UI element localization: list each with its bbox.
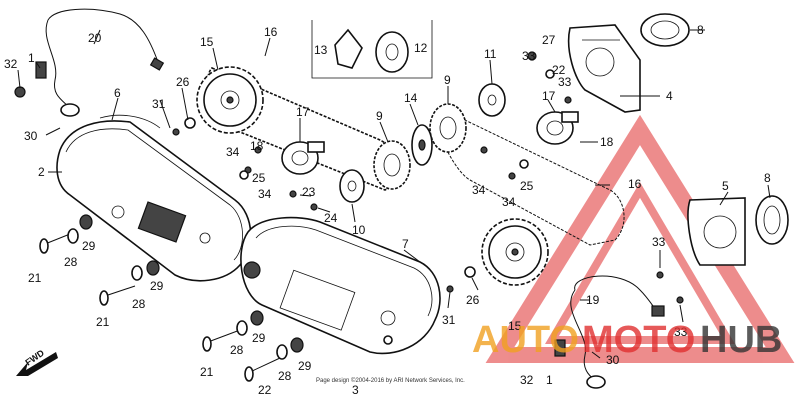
label-15-top: 15: [200, 35, 214, 49]
timing-belt-cover-front: [240, 216, 441, 355]
tensioner-right: [536, 111, 579, 145]
inset-box-13-12: [311, 20, 433, 79]
label-32-top: 32: [4, 57, 18, 71]
label-34-a: 34: [226, 145, 240, 159]
label-21-a: 21: [28, 271, 42, 285]
washer-11: [478, 83, 506, 117]
label-20: 20: [88, 31, 102, 45]
cam-pulley-right: [481, 218, 549, 286]
label-29-a: 29: [82, 239, 96, 253]
label-1-bottom: 1: [546, 373, 553, 387]
bolt-22: [244, 357, 281, 382]
label-22-top: 22: [552, 63, 566, 77]
label-31-bottom: 31: [442, 313, 456, 327]
label-9-left: 9: [376, 109, 383, 123]
watermark-auto: AUTO: [472, 319, 579, 361]
label-21-b: 21: [96, 315, 110, 329]
fwd-arrow-icon: [16, 352, 58, 376]
label-33-mid: 33: [558, 75, 572, 89]
label-32-bottom: 32: [520, 373, 534, 387]
label-33-right: 33: [652, 235, 666, 249]
copyright-credit: Page design ©2004-2016 by ARI Network Se…: [316, 377, 465, 384]
label-25-right: 25: [520, 179, 534, 193]
label-9-right: 9: [444, 73, 451, 87]
back-plate-5: [687, 197, 746, 266]
label-27: 27: [542, 33, 556, 47]
label-7: 7: [402, 237, 409, 251]
label-13: 13: [314, 43, 328, 57]
label-29-b: 29: [150, 279, 164, 293]
small-fasteners: [172, 51, 684, 345]
label-14: 14: [404, 91, 418, 105]
label-25-left: 25: [252, 171, 266, 185]
label-31-top: 31: [152, 97, 166, 111]
label-2: 2: [38, 165, 45, 179]
label-19: 19: [586, 293, 600, 307]
watermark-inner-triangle-icon: [545, 182, 735, 344]
label-5: 5: [722, 179, 729, 193]
label-26-top: 26: [176, 75, 190, 89]
bolt-21-mid: [99, 285, 136, 306]
label-34-d: 34: [502, 195, 516, 209]
leader-lines: [17, 29, 771, 359]
label-22-bottom: 22: [258, 383, 272, 397]
back-plate-4: [567, 24, 641, 113]
bolt-21-bottom: [202, 329, 241, 352]
label-30-left: 30: [24, 129, 38, 143]
label-17-right: 17: [542, 89, 556, 103]
label-6: 6: [114, 86, 121, 100]
cam-pulley-left: [196, 66, 264, 134]
part-labels: 20 32 1 6 30 2 29 28 21 29 28 21 15 16 1…: [4, 23, 771, 397]
label-16-top: 16: [264, 25, 278, 39]
tensioner-left: [281, 141, 325, 175]
fwd-indicator: FWD: [16, 347, 58, 376]
label-18-right: 18: [600, 135, 614, 149]
label-8-top: 8: [697, 23, 704, 37]
label-26-bottom: 26: [466, 293, 480, 307]
label-28-d: 28: [278, 369, 292, 383]
label-33-top: 33: [522, 49, 536, 63]
label-29-d: 29: [298, 359, 312, 373]
flange-14: [411, 124, 433, 166]
label-1-top: 1: [28, 51, 35, 65]
label-24: 24: [324, 211, 338, 225]
label-15-bottom: 15: [508, 319, 522, 333]
washer-set-28-29: [67, 214, 304, 360]
label-17-left: 17: [296, 105, 310, 119]
drive-pulley-9-right: [429, 103, 467, 153]
label-4: 4: [666, 89, 673, 103]
label-12: 12: [414, 41, 428, 55]
drive-pulley-9-left: [373, 140, 411, 190]
sensor-cable-right: [554, 275, 665, 389]
label-21-c: 21: [200, 365, 214, 379]
label-23: 23: [302, 185, 316, 199]
label-28-a: 28: [64, 255, 78, 269]
washer-10: [339, 169, 365, 203]
label-28-b: 28: [132, 297, 146, 311]
label-11: 11: [484, 47, 497, 61]
label-33-bottom: 33: [674, 325, 688, 339]
label-30-right: 30: [606, 353, 620, 367]
label-34-b: 34: [258, 187, 272, 201]
label-28-c: 28: [230, 343, 244, 357]
label-3: 3: [352, 383, 359, 397]
label-18-left: 18: [250, 139, 264, 153]
watermark-moto: MOTO: [582, 319, 695, 361]
label-10: 10: [352, 223, 366, 237]
sensor-cable-left: [14, 8, 165, 117]
label-29-c: 29: [252, 331, 266, 345]
timing-belt-cover-left: [56, 114, 252, 282]
label-8-bottom: 8: [764, 171, 771, 185]
watermark-hub: HUB: [700, 319, 782, 361]
watermark-text: AUTO MOTO HUB: [472, 319, 782, 361]
label-16-right: 16: [628, 177, 642, 191]
label-34-c: 34: [472, 183, 486, 197]
gasket-8-top: [640, 13, 690, 47]
gasket-8-bottom: [755, 195, 789, 245]
